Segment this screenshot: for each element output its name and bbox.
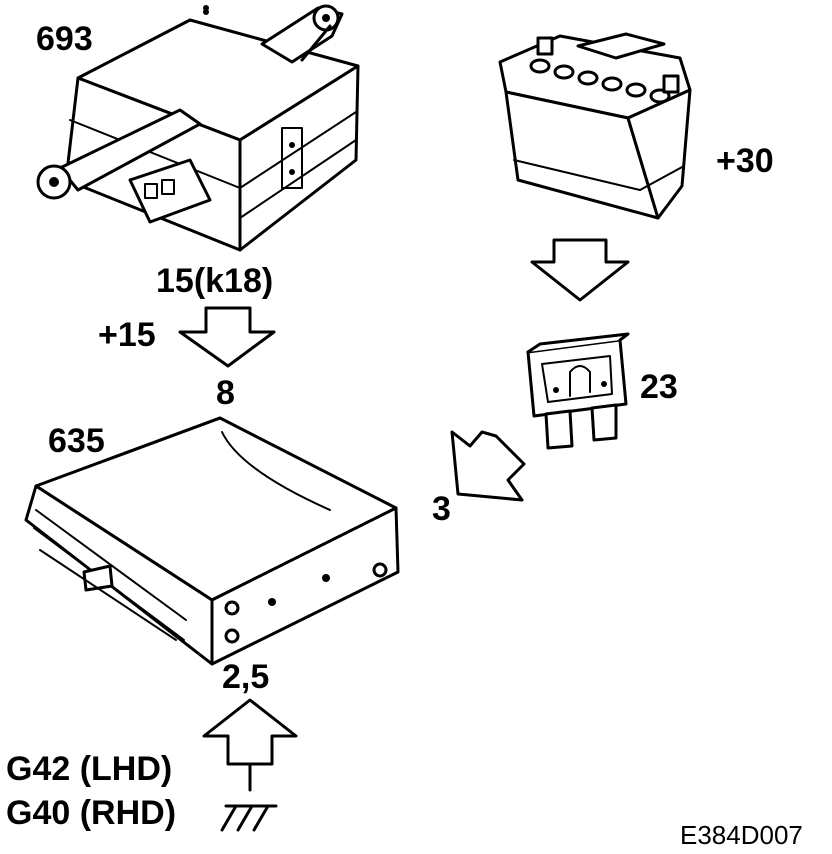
battery-plus30-label: +30 xyxy=(716,142,774,180)
ground-lhd-label: G42 (LHD) xyxy=(6,750,172,788)
arrow-ground-to-control-unit xyxy=(202,698,298,766)
arrow-battery-to-fuse xyxy=(530,238,630,302)
battery-illustration xyxy=(498,32,692,220)
module-635-label: 635 xyxy=(48,422,105,460)
fuse-23-label: 23 xyxy=(640,368,678,406)
arrow-fuse-to-control-unit xyxy=(450,430,526,502)
arrow-ignition-to-control-unit xyxy=(178,306,276,368)
fuse-illustration xyxy=(526,332,630,450)
ground-symbol xyxy=(220,762,278,832)
ignition-terminal-label: 15(k18) xyxy=(156,262,273,300)
pin-3-label: 3 xyxy=(432,490,451,528)
module-693-illustration xyxy=(36,4,360,252)
module-693-label: 693 xyxy=(36,20,93,58)
pins-2-5-label: 2,5 xyxy=(222,658,269,696)
ground-rhd-label: G40 (RHD) xyxy=(6,794,176,832)
control-unit-635-illustration xyxy=(24,416,400,666)
pin-8-label: 8 xyxy=(216,374,235,412)
figure-reference-label: E384D007 xyxy=(680,820,803,850)
supply-plus15-label: +15 xyxy=(98,316,156,354)
